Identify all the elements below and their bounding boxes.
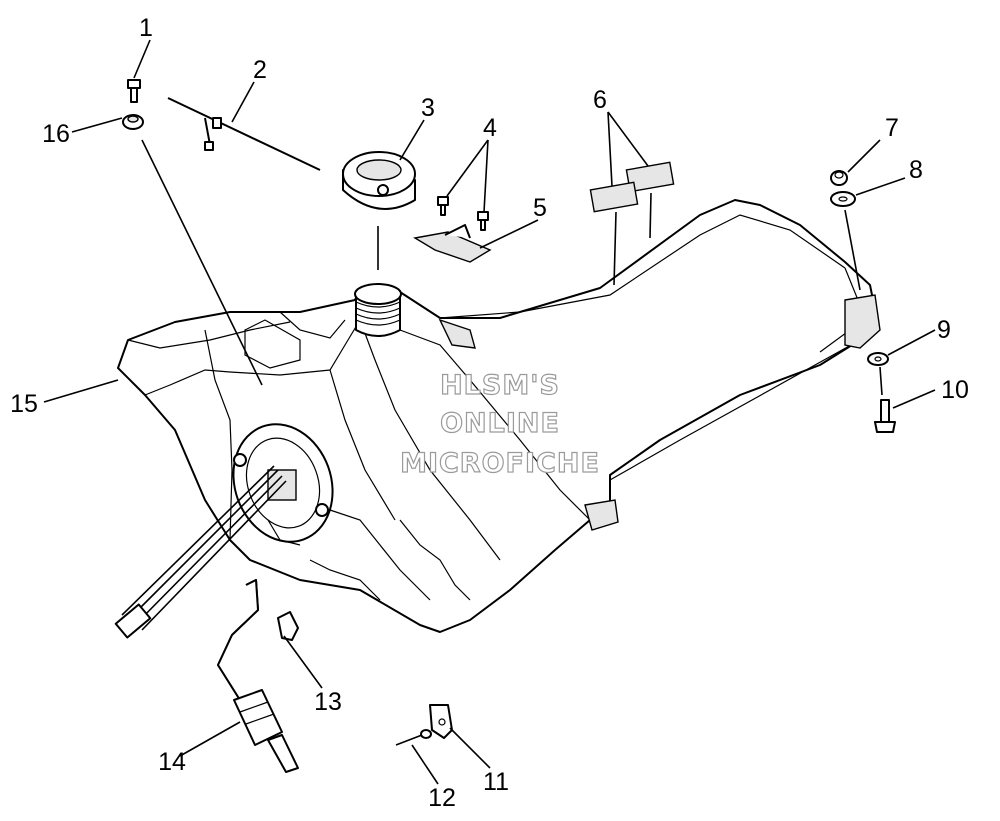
callout-7: 7 xyxy=(885,114,899,142)
part-6-leader-a xyxy=(613,211,617,286)
callout-13: 13 xyxy=(314,688,342,716)
callout-16: 16 xyxy=(42,120,70,148)
callout-11: 11 xyxy=(483,768,509,796)
callout-15: 15 xyxy=(10,390,38,418)
callout-numbers: 1 2 3 4 5 6 7 8 9 10 11 12 13 14 15 16 xyxy=(10,14,969,812)
callout-12: 12 xyxy=(428,784,456,812)
watermark-line-3: MICROFICHE xyxy=(400,448,600,479)
part-7-nut xyxy=(830,170,848,186)
callout-8: 8 xyxy=(909,156,923,184)
part-8-washer xyxy=(830,191,856,207)
wiring-harness xyxy=(114,465,287,639)
watermark-line-1: HLSM'S xyxy=(440,370,560,401)
filler-neck xyxy=(354,283,402,337)
part-9-washer xyxy=(867,352,889,366)
part-9-leader-to-bolt xyxy=(879,366,883,396)
part-13-clip xyxy=(277,611,299,641)
part-4-screws xyxy=(437,196,489,231)
part-8-leader-to-tab xyxy=(844,209,861,291)
callout-5: 5 xyxy=(533,194,547,222)
callout-3: 3 xyxy=(421,94,435,122)
callout-1: 1 xyxy=(139,14,153,42)
part-2-vent-hose xyxy=(167,97,321,171)
part-5-bracket xyxy=(413,224,492,263)
part-16-grommet xyxy=(122,114,144,130)
callout-14: 14 xyxy=(158,748,186,776)
part-14-fuel-hose-filter xyxy=(217,579,299,773)
watermark: HLSM'S ONLINE MICROFICHE xyxy=(399,369,600,479)
watermark-line-2: ONLINE xyxy=(440,408,560,439)
part-12-rivet xyxy=(395,729,432,746)
callout-10: 10 xyxy=(941,376,969,404)
part-10-bolt xyxy=(874,399,896,433)
part-6-leader-b xyxy=(649,192,652,239)
callout-9: 9 xyxy=(937,316,951,344)
part-6-decals xyxy=(589,161,675,213)
callout-4: 4 xyxy=(483,114,497,142)
callout-2: 2 xyxy=(253,56,267,84)
callout-6: 6 xyxy=(593,86,607,114)
part-1-bolt xyxy=(127,79,141,103)
part-3-fuel-cap xyxy=(342,151,416,210)
callout-leader-lines xyxy=(43,39,936,785)
part-11-clamp xyxy=(429,704,453,739)
part-16-leader-to-tank xyxy=(141,139,263,386)
